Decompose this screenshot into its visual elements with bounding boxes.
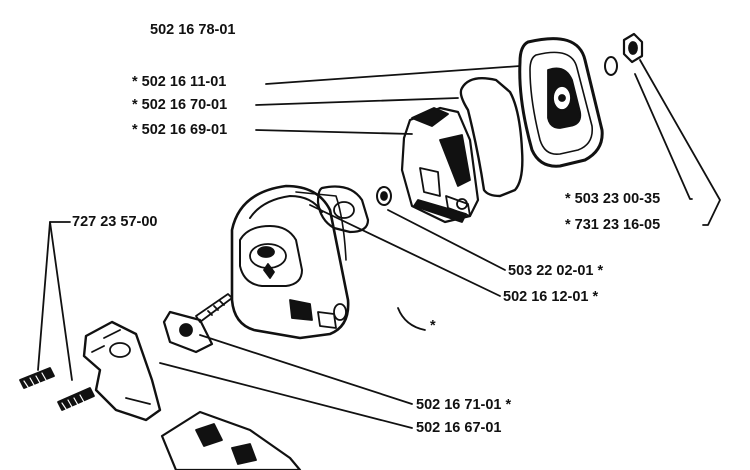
leader-line-p3 <box>255 129 413 135</box>
assembly-number: 502 16 78-01 <box>150 22 236 38</box>
leader-line-p1 <box>265 65 521 85</box>
leader-lines <box>37 59 721 429</box>
bottom-bracket-partial <box>160 410 302 470</box>
filter-gasket <box>459 77 524 198</box>
part-label-502-16-12-01: 502 16 12-01 * <box>503 289 599 305</box>
leader-line-p11 <box>159 362 413 429</box>
leader-line-p9 <box>397 307 426 331</box>
leader-line-p10 <box>199 334 413 405</box>
part-label-502-16-70-01: * 502 16 70-01 <box>132 97 228 113</box>
air-filter-body <box>400 106 480 224</box>
leader-line-p6a <box>37 221 71 371</box>
part-label-502-16-67-01: 502 16 67-01 <box>416 420 502 436</box>
leader-line-p2 <box>255 97 459 106</box>
part-label-502-16-71-01: 502 16 71-01 * <box>416 397 512 413</box>
muffler-asterisk: * <box>430 318 436 334</box>
part-label-731-23-16-05: * 731 23 16-05 <box>565 217 661 233</box>
nut <box>622 32 644 64</box>
leader-line-p4 <box>634 73 693 200</box>
air-filter-cover <box>518 37 604 168</box>
part-label-503-22-02-01: 503 22 02-01 * <box>508 263 604 279</box>
part-label-727-23-57-00: 727 23 57-00 <box>72 214 158 230</box>
part-label-502-16-69-01: * 502 16 69-01 <box>132 122 228 138</box>
leader-line-p5 <box>639 59 721 226</box>
part-label-502-16-11-01: * 502 16 11-01 <box>132 74 227 90</box>
leader-line-p7 <box>387 209 506 271</box>
spacer-bushing <box>376 186 392 206</box>
muffler-body <box>230 184 350 340</box>
stud-screws <box>19 367 95 411</box>
heat-shield-plate <box>82 320 162 422</box>
washer <box>604 56 618 76</box>
stud-gasket <box>162 293 233 354</box>
part-label-503-23-00-35: * 503 23 00-35 <box>565 191 661 207</box>
leader-line-p6b <box>49 221 73 381</box>
